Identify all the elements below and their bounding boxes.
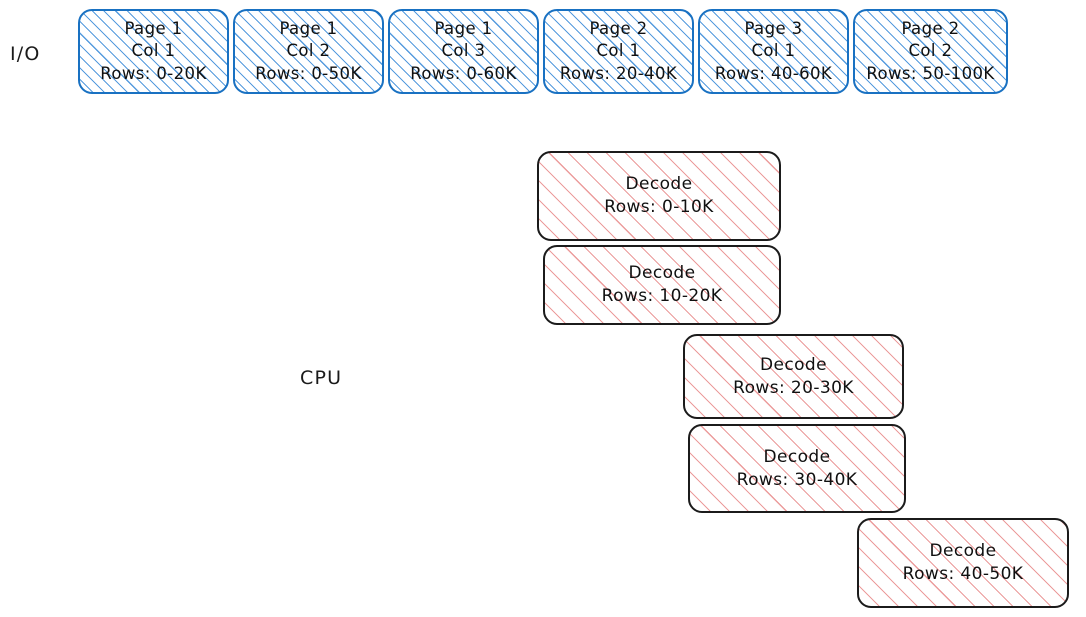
io-task-page: Page 3 bbox=[744, 19, 803, 39]
io-task-col: Col 3 bbox=[441, 41, 486, 61]
cpu-task-rows: Rows: 0-10K bbox=[604, 197, 714, 217]
io-task-page: Page 1 bbox=[279, 19, 338, 39]
io-task-page: Page 2 bbox=[901, 19, 960, 39]
cpu-task-rows: Rows: 20-30K bbox=[733, 377, 854, 398]
cpu-task-rows: Rows: 10-20K bbox=[601, 286, 723, 306]
cpu-task-op: Decode bbox=[929, 541, 997, 562]
io-task-rows: Rows: 0-60K bbox=[410, 63, 517, 83]
io-lane-label: I/O bbox=[10, 43, 41, 65]
cpu-task-op: Decode bbox=[628, 263, 696, 284]
io-task-col: Col 1 bbox=[751, 41, 796, 61]
cpu-lane-label: CPU bbox=[300, 367, 343, 389]
io-task-rows: Rows: 0-50K bbox=[255, 63, 362, 83]
cpu-task-rows: Rows: 30-40K bbox=[736, 469, 858, 490]
cpu-task-op: Decode bbox=[760, 354, 827, 375]
io-task-rows: Rows: 50-100K bbox=[866, 63, 995, 83]
io-task-rows: Rows: 40-60K bbox=[714, 63, 833, 83]
io-task-col: Col 2 bbox=[908, 41, 953, 61]
cpu-task-op: Decode bbox=[625, 174, 693, 195]
io-task-page: Page 1 bbox=[434, 19, 493, 39]
io-task-col: Col 2 bbox=[286, 41, 331, 61]
io-task-page: Page 1 bbox=[124, 19, 183, 39]
cpu-task-rows: Rows: 40-50K bbox=[902, 564, 1024, 584]
io-task-page: Page 2 bbox=[589, 19, 648, 39]
io-task-col: Col 1 bbox=[596, 41, 641, 61]
io-task-col: Col 1 bbox=[131, 41, 176, 61]
io-task-rows: Rows: 0-20K bbox=[100, 63, 207, 83]
io-task-rows: Rows: 20-40K bbox=[559, 63, 678, 83]
cpu-task-op: Decode bbox=[763, 446, 831, 467]
